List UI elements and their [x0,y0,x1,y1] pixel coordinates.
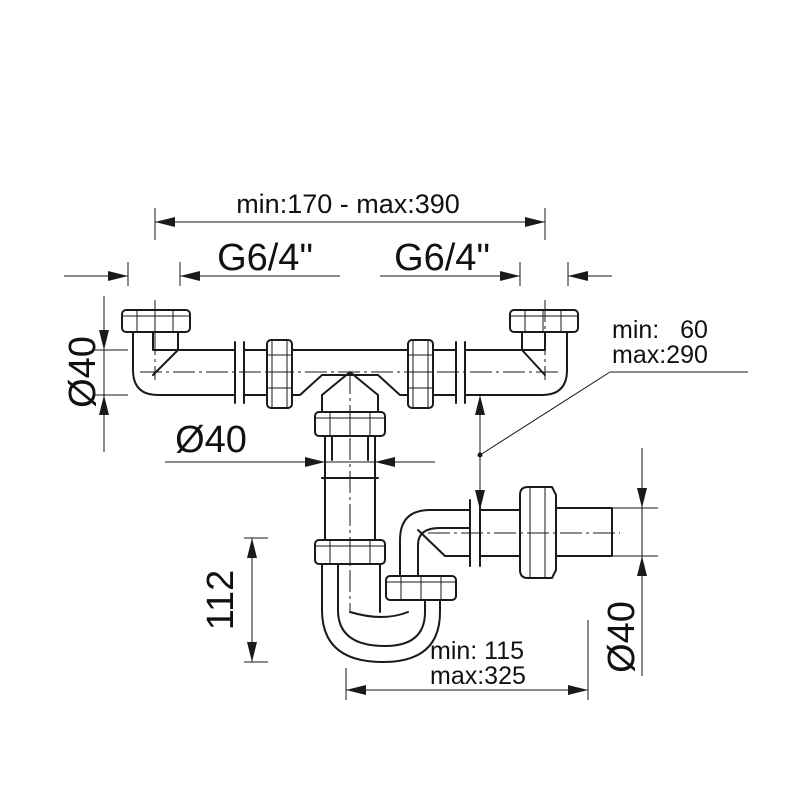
left-elbow-outer [132,331,236,396]
tee-right-nut [407,339,434,409]
trap-inner-ring [349,563,409,618]
tee-left-nut [266,339,293,409]
outlet-pipe [555,507,613,557]
trap-depth-label: 112 [200,570,242,631]
horizontal-max-label: max:325 [430,662,526,690]
inlet-diameter-label: Ø40 [62,336,104,408]
right-elbow-inner [464,331,546,351]
outlet-riser [399,509,471,577]
vertical-min-label: min: 60 [612,316,708,344]
thread-right-label: G6/4" [394,237,490,279]
drop-pipe [321,435,379,541]
trap-u-bend-inner [337,563,426,647]
right-inlet-nut [509,309,579,333]
left-elbow-bend [152,349,179,376]
horizontal-min-label: min: 115 [430,637,524,665]
dimension-lines [64,208,748,700]
center-diameter-label: Ø40 [175,419,247,461]
overall-width-label: min:170 - max:390 [236,189,460,219]
right-elbow-outer [464,331,568,396]
left-inlet-nut [121,309,191,333]
thread-left-label: G6/4" [217,237,313,279]
siphon-drawing [121,309,613,663]
vertical-max-label: max:290 [612,341,708,369]
right-elbow-bend [521,349,546,376]
outlet-elbow-bend [417,529,471,557]
center-lines [140,300,620,612]
outlet-diameter-label: Ø40 [601,601,643,673]
left-elbow-inner [152,331,236,351]
trap-u-bend [321,563,441,663]
